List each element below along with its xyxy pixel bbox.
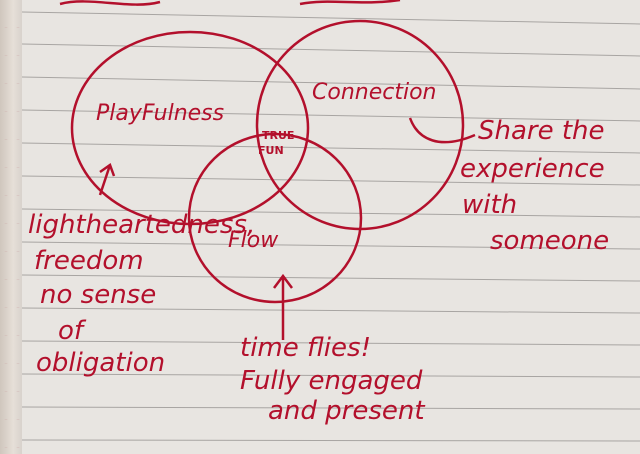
circle-label-playfulness: PlayFulness — [96, 101, 225, 126]
note-no-sense: no sense — [40, 280, 157, 310]
ruled-lines — [21, 11, 640, 442]
circle-label-flow: Flow — [228, 228, 279, 253]
connection-circle — [255, 19, 465, 231]
note-time-flies: time flies! — [240, 333, 371, 363]
note-share-the: Share the — [478, 116, 605, 146]
note-and-present: and present — [268, 396, 425, 426]
circle-label-connection: Connection — [312, 80, 437, 105]
note-lightheartedness: lightheartedness, — [28, 210, 256, 240]
flow-circle — [187, 132, 363, 304]
note-with: with — [462, 190, 518, 220]
center-label-true: TRUE — [262, 129, 295, 142]
playfulness-arrow — [98, 163, 116, 196]
note-experience: experience — [460, 154, 605, 184]
flow-arrow — [273, 273, 293, 340]
note-obligation: obligation — [36, 348, 166, 378]
note-someone: someone — [490, 226, 610, 256]
note-of: of — [58, 316, 84, 346]
notebook-binding — [0, 0, 22, 454]
playfulness-circle — [70, 30, 310, 226]
connection-pointer — [408, 117, 476, 144]
top-scribble — [59, 0, 401, 6]
center-label-fun: FUN — [258, 144, 284, 157]
note-freedom: freedom — [34, 246, 144, 276]
note-fully-engaged: Fully engaged — [240, 366, 423, 396]
